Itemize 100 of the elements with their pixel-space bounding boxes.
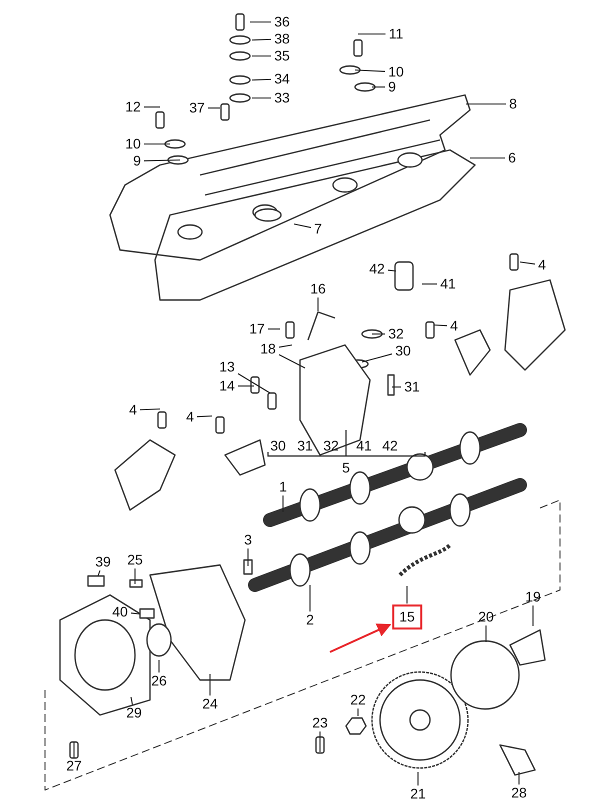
- callout-number: 31: [296, 438, 314, 454]
- callout-number: 4: [449, 318, 459, 334]
- leader-line: [282, 496, 284, 512]
- leader-line: [532, 606, 534, 626]
- callout-number: 36: [273, 14, 291, 30]
- leader-line: [252, 38, 272, 41]
- callout-number: 41: [439, 276, 457, 292]
- leader-line: [520, 261, 536, 265]
- leader-line: [357, 708, 359, 716]
- callout-number: 42: [381, 438, 399, 454]
- leader-line: [422, 283, 437, 285]
- callout-number: 20: [477, 610, 495, 624]
- callout-number: 30: [394, 344, 412, 358]
- leader-line: [294, 223, 312, 228]
- leader-line: [372, 86, 385, 88]
- callout-number: 40: [111, 604, 129, 620]
- leader-line: [278, 354, 306, 368]
- leader-line: [406, 586, 408, 604]
- leader-line: [317, 298, 319, 311]
- callout-number: 37: [188, 100, 206, 116]
- callout-number: 33: [273, 90, 291, 106]
- leader-line: [309, 585, 311, 612]
- leader-line: [134, 568, 136, 584]
- leader-line: [252, 55, 271, 57]
- leader-line: [278, 344, 292, 348]
- leader-line: [372, 333, 385, 335]
- callout-number: 10: [124, 136, 142, 152]
- leader-line: [196, 415, 212, 418]
- leader-line: [208, 107, 220, 109]
- callout-number: 38: [273, 32, 291, 46]
- leader-line: [434, 324, 448, 326]
- callout-number: 4: [185, 410, 195, 424]
- leader-line: [144, 159, 180, 162]
- callout-number: 4: [128, 402, 138, 418]
- leader-line: [466, 103, 506, 105]
- leader-line: [392, 386, 401, 388]
- callout-number: 3: [243, 532, 253, 548]
- leader-line: [470, 157, 505, 159]
- callout-number: 34: [273, 72, 291, 86]
- highlighted-callout-number: 15: [392, 604, 422, 630]
- leader-line: [238, 373, 270, 394]
- callout-number: 5: [341, 460, 351, 476]
- leader-line: [358, 33, 386, 35]
- callout-number: 31: [403, 380, 421, 394]
- callout-number: 2: [305, 612, 315, 628]
- callout-number: 18: [259, 342, 277, 356]
- callout-number: 21: [409, 786, 427, 802]
- leader-line: [97, 570, 100, 576]
- leader-line: [268, 328, 280, 330]
- callout-number: 7: [313, 222, 323, 236]
- callout-number: 26: [150, 674, 168, 688]
- leader-line: [247, 548, 249, 566]
- leader-line: [158, 660, 160, 672]
- callout-number: 16: [309, 282, 327, 296]
- callout-number: 25: [126, 552, 144, 568]
- callout-number: 8: [508, 96, 518, 112]
- leader-line: [140, 408, 160, 410]
- leader-line: [417, 772, 419, 786]
- callout-number: 14: [218, 378, 236, 394]
- callout-number: 1: [278, 480, 288, 494]
- callout-number: 9: [387, 80, 397, 94]
- callout-number: 28: [510, 786, 528, 800]
- callout-number: 39: [94, 554, 112, 570]
- callout-number: 4: [537, 258, 547, 272]
- leader-line: [388, 270, 396, 272]
- callout-number: 24: [201, 696, 219, 712]
- callout-number: 13: [218, 360, 236, 374]
- callout-number: 42: [368, 262, 386, 276]
- callout-number: 35: [273, 48, 291, 64]
- callout-number: 19: [524, 590, 542, 604]
- leader-line: [362, 353, 392, 363]
- callout-number: 6: [507, 150, 517, 166]
- callout-number: 32: [387, 326, 405, 342]
- callout-number: 27: [65, 758, 83, 774]
- leader-line: [130, 696, 133, 705]
- leader-line: [485, 626, 487, 642]
- leader-line: [144, 143, 170, 145]
- leader-line: [354, 69, 386, 72]
- callout-number: 11: [388, 26, 404, 42]
- callout-number: 32: [322, 438, 340, 454]
- leader-line: [250, 21, 271, 23]
- leader-line: [130, 612, 140, 615]
- callout-number: 9: [132, 154, 142, 168]
- callout-number: 22: [349, 692, 367, 708]
- callout-number: 10: [387, 64, 405, 80]
- pointer-arrow: [330, 624, 392, 653]
- leader-line: [518, 772, 520, 784]
- leader-line: [252, 97, 271, 99]
- leader-line: [144, 106, 160, 108]
- callout-number: 12: [124, 100, 142, 114]
- leader-line: [319, 732, 321, 752]
- callout-number: 29: [125, 706, 143, 720]
- leader-line: [209, 674, 211, 696]
- callout-number: 17: [248, 322, 266, 336]
- callout-number: 23: [311, 716, 329, 730]
- leader-line: [252, 78, 272, 81]
- leader-line: [73, 742, 75, 758]
- callout-number: 30: [269, 438, 287, 454]
- leader-line: [238, 385, 254, 387]
- callout-number: 41: [355, 438, 373, 454]
